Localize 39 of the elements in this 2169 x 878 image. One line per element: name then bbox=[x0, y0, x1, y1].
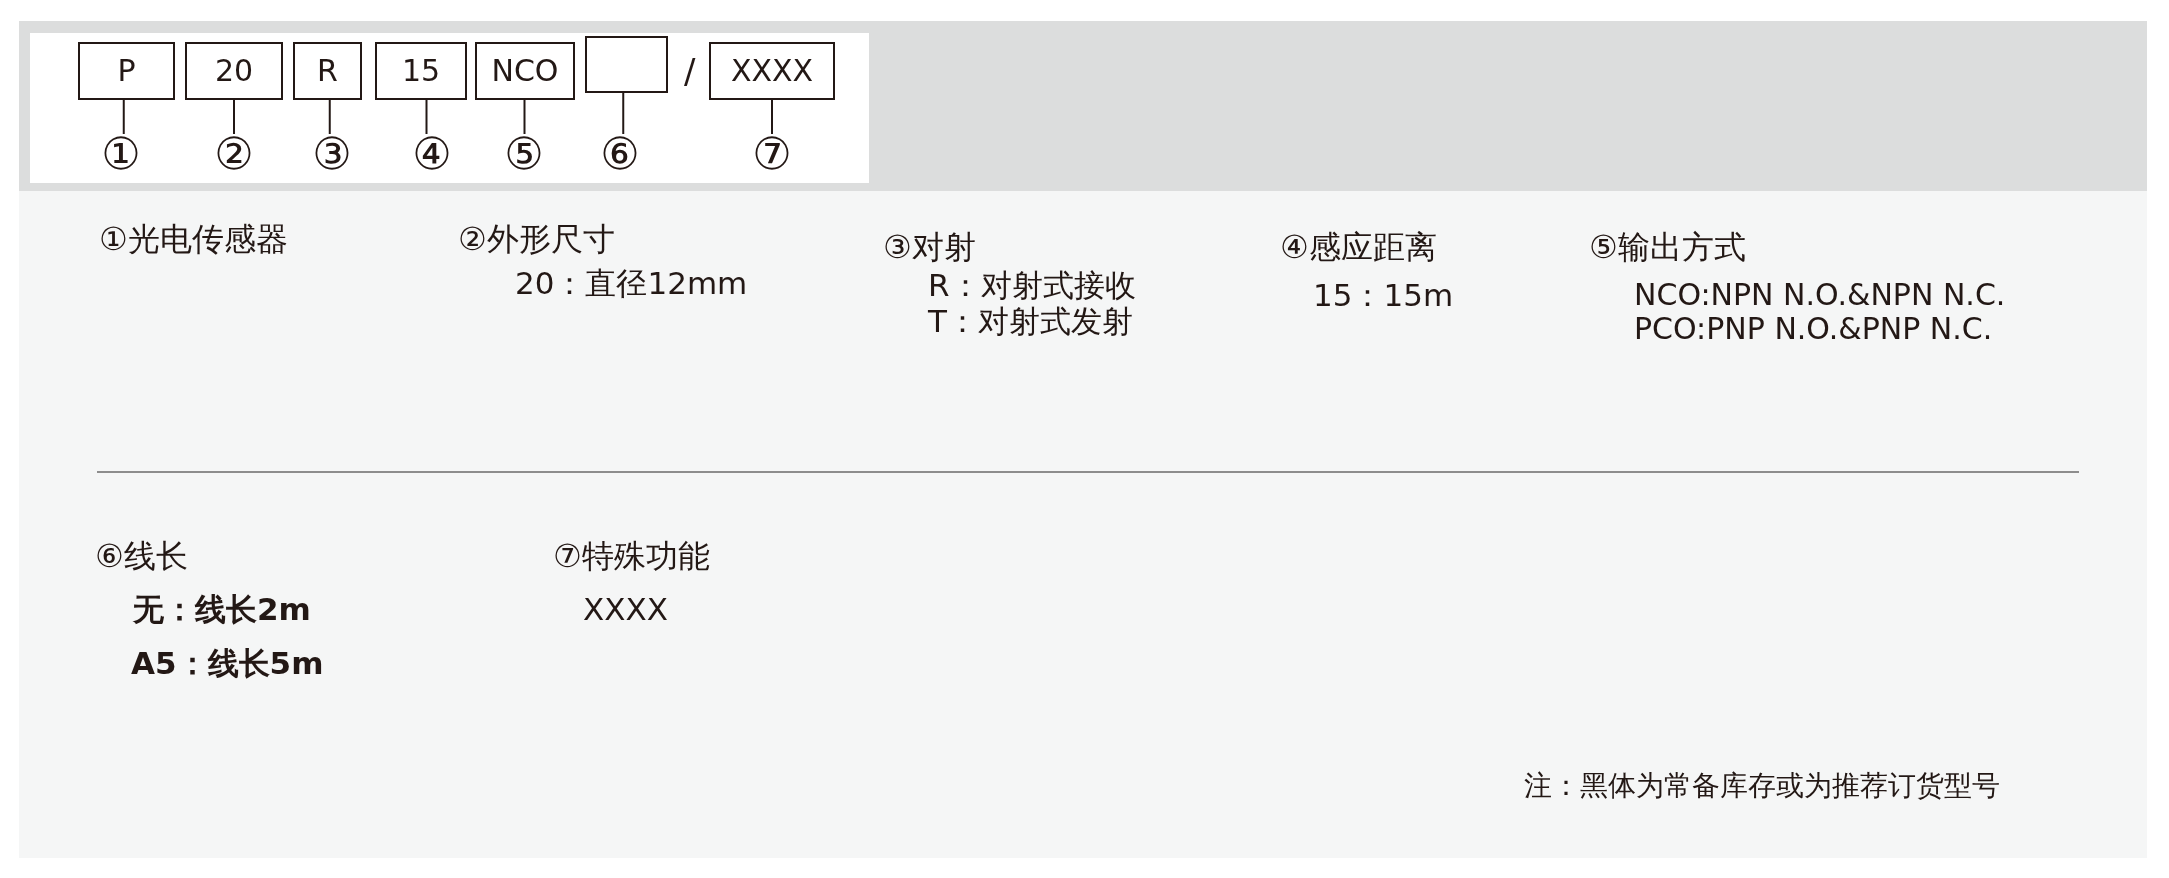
option-text: 20：直径12mm bbox=[515, 266, 748, 302]
option-text: NCO:NPN N.O.&NPN N.C. bbox=[1634, 278, 2006, 313]
leader-line bbox=[771, 99, 773, 135]
section-heading: ③对射 bbox=[883, 229, 976, 266]
section-heading: ④感应距离 bbox=[1280, 229, 1437, 266]
leader-line bbox=[233, 99, 235, 135]
leader-line bbox=[122, 99, 125, 135]
callout-number: ⑥ bbox=[600, 134, 640, 174]
callout-number: ④ bbox=[412, 134, 452, 174]
callout-number: ⑤ bbox=[504, 134, 544, 174]
option-text: T：对射式发射 bbox=[928, 304, 1133, 340]
callout-number: ② bbox=[214, 134, 254, 174]
callout-number: ⑦ bbox=[752, 134, 792, 174]
option-text: 无：线长2m bbox=[133, 592, 311, 628]
section-heading: ①光电传感器 bbox=[99, 221, 288, 258]
model-code-box: R bbox=[293, 42, 362, 100]
model-code-box: NCO bbox=[475, 42, 575, 100]
section-heading: ⑤输出方式 bbox=[1589, 229, 1746, 266]
model-code-box: 15 bbox=[375, 42, 467, 100]
callout-number: ① bbox=[101, 134, 141, 174]
callout-number: ③ bbox=[312, 134, 352, 174]
leader-line bbox=[523, 99, 526, 135]
option-text: R：对射式接收 bbox=[928, 268, 1136, 304]
leader-line bbox=[425, 99, 428, 135]
section-heading: ②外形尺寸 bbox=[458, 221, 615, 258]
blank-code-box bbox=[585, 36, 668, 93]
option-text: PCO:PNP N.O.&PNP N.C. bbox=[1634, 312, 1993, 347]
section-heading: ⑥线长 bbox=[95, 538, 188, 575]
section-heading: ⑦特殊功能 bbox=[553, 538, 710, 575]
option-text: XXXX bbox=[583, 592, 668, 628]
option-text: 15：15m bbox=[1313, 278, 1454, 314]
model-code-box: 20 bbox=[185, 42, 283, 100]
leader-line bbox=[328, 99, 331, 135]
note-text: 注：黑体为常备库存或为推荐订货型号 bbox=[1524, 770, 2000, 803]
model-code-box: P bbox=[78, 42, 175, 100]
leader-line bbox=[622, 92, 625, 135]
slash-separator: / bbox=[684, 52, 696, 92]
model-code-box: XXXX bbox=[709, 42, 835, 100]
option-text: A5：线长5m bbox=[131, 646, 324, 682]
